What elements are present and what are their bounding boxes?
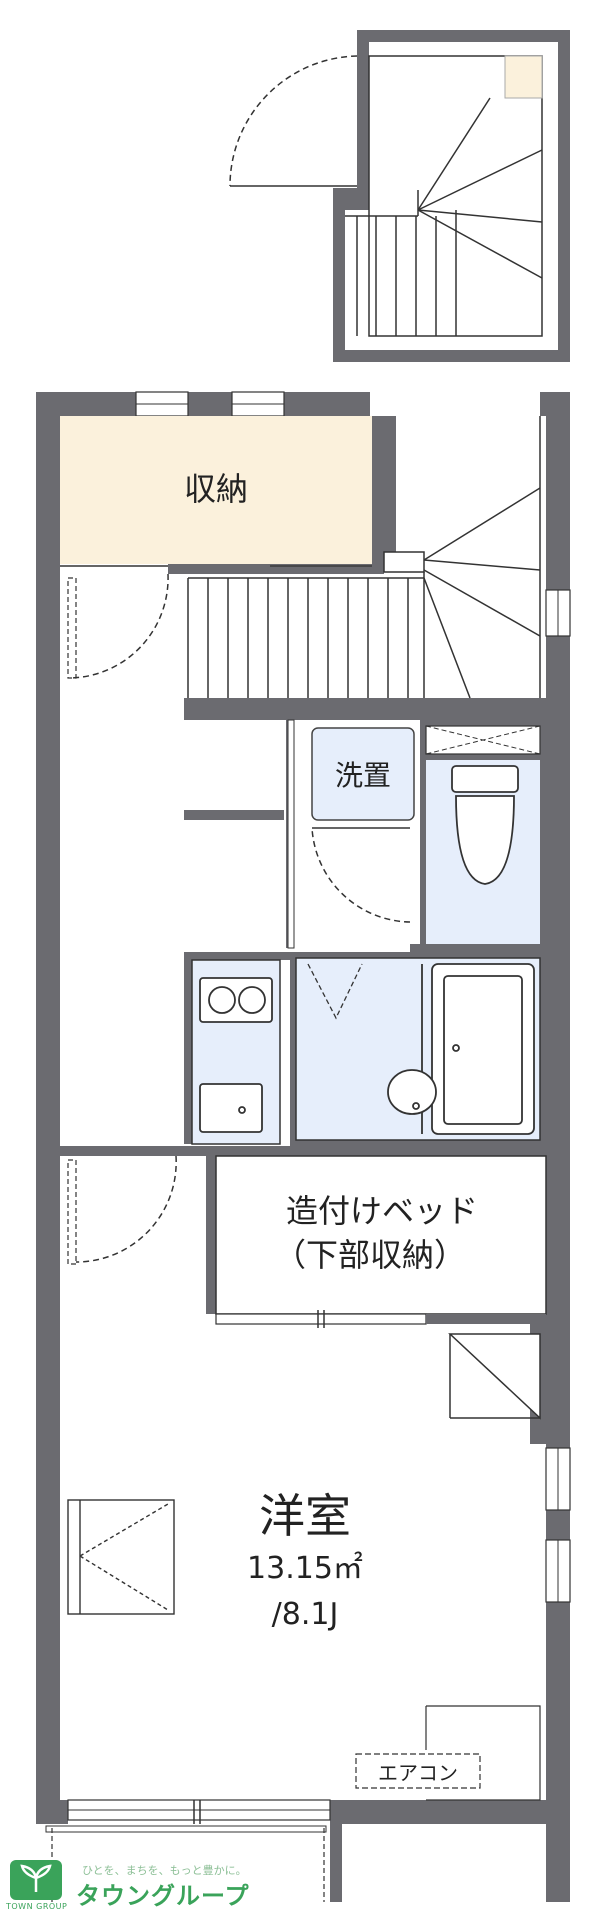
- toilet-room: [410, 720, 546, 952]
- main-stairs: [184, 416, 546, 720]
- logo-sub-text: TOWN GROUP: [6, 1902, 68, 1911]
- bed-label: 造付けベッド: [286, 1192, 478, 1230]
- logo-leaf-icon: [10, 1860, 62, 1900]
- washer-area: [286, 719, 415, 949]
- storage-door-swing: [69, 573, 169, 679]
- kitchen: [184, 810, 292, 1145]
- washbasin-icon: [387, 964, 437, 1134]
- washer-label: 洗置: [335, 759, 391, 792]
- toilet-icon: [451, 765, 519, 885]
- bathtub-icon: [431, 963, 535, 1135]
- aircon-label: エアコン: [378, 1761, 458, 1785]
- logo-tagline: ひとを、まちを、もっと豊かに。: [82, 1864, 247, 1877]
- unit-bath: [290, 952, 546, 1146]
- right-windows: [545, 589, 571, 1603]
- closet: [448, 1324, 546, 1444]
- room-name-label: 洋室: [259, 1489, 351, 1543]
- sink-icon: [199, 1083, 263, 1133]
- upper-stair-block: [229, 30, 570, 362]
- balcony: [45, 1799, 570, 1902]
- kitchen-wall: [184, 812, 284, 820]
- entry-door-swing: [75, 1155, 177, 1263]
- desk-outline: [426, 1705, 541, 1801]
- aircon-box: [355, 1753, 481, 1789]
- logo-name: タウングループ: [76, 1882, 250, 1910]
- storage-label: 収納: [184, 470, 248, 508]
- bed-sub-label: （下部収納）: [274, 1236, 466, 1274]
- storage-door-frame: [67, 577, 77, 679]
- floor-hatch: [67, 1499, 175, 1615]
- entry-door-frame: [67, 1159, 77, 1265]
- built-in-bed: [60, 1146, 547, 1328]
- storage-room: [60, 416, 384, 574]
- top-windows: [135, 391, 540, 417]
- stove-icon: [199, 977, 273, 1023]
- company-logo: TOWN GROUP ひとを、まちを、もっと豊かに。 タウングループ: [4, 1858, 304, 1916]
- room-area-label: 13.15㎡: [247, 1551, 363, 1586]
- room-size-label: /8.1J: [272, 1597, 339, 1632]
